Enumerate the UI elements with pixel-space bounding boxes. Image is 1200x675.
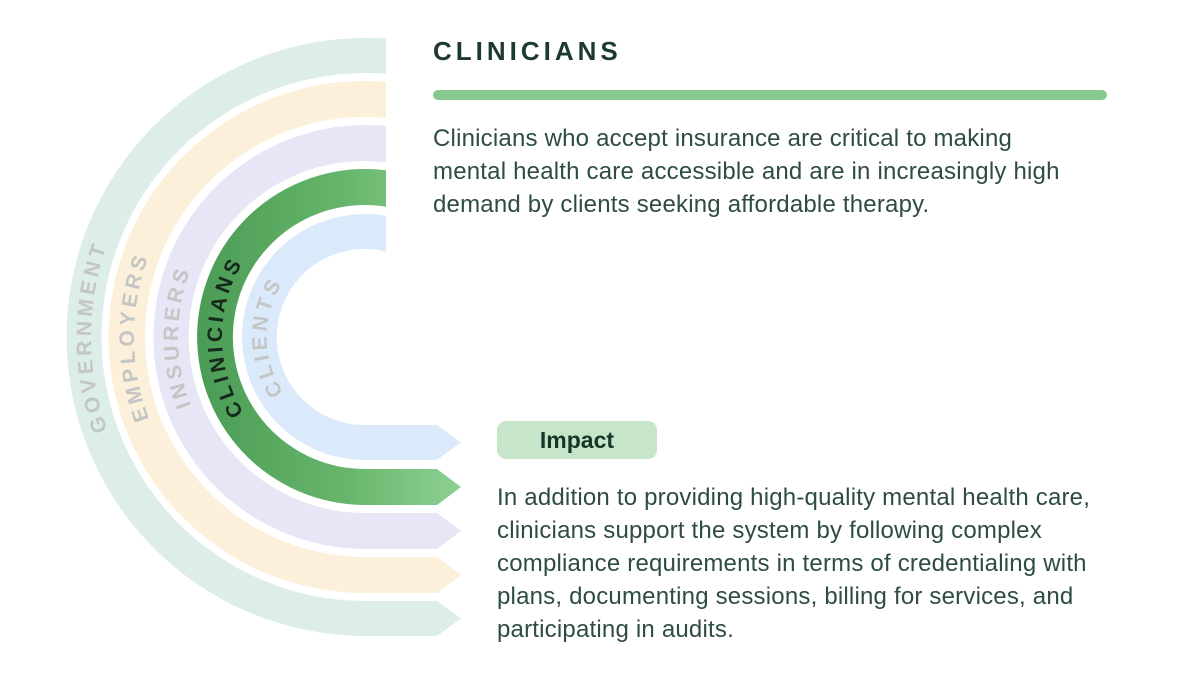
- text-line: participating in audits.: [497, 616, 734, 643]
- text-line: plans, documenting sessions, billing for…: [497, 583, 1074, 610]
- text-line: demand by clients seeking affordable the…: [433, 191, 930, 218]
- impact-badge-label: Impact: [539, 426, 615, 453]
- impact-badge: Impact: [497, 421, 657, 459]
- text-line: compliance requirements in terms of cred…: [497, 550, 1087, 577]
- ring-clinicians-arc[interactable]: [197, 169, 462, 506]
- impact-description: In addition to providing high-quality me…: [497, 481, 1090, 646]
- text-line: Clinicians who accept insurance are crit…: [433, 125, 1013, 152]
- text-line: mental health care accessible and are in…: [433, 158, 1060, 185]
- section-title: CLINICIANS: [433, 36, 622, 66]
- ring-employers[interactable]: EMPLOYERS: [108, 81, 462, 594]
- title-underline-bar: [433, 90, 1107, 100]
- text-line: In addition to providing high-quality me…: [497, 484, 1091, 511]
- text-line: clinicians support the system by followi…: [497, 517, 1042, 544]
- ring-insurers[interactable]: INSURERS: [153, 125, 461, 549]
- section-description: Clinicians who accept insurance are crit…: [433, 122, 1060, 221]
- ring-clients-arc[interactable]: [242, 213, 461, 460]
